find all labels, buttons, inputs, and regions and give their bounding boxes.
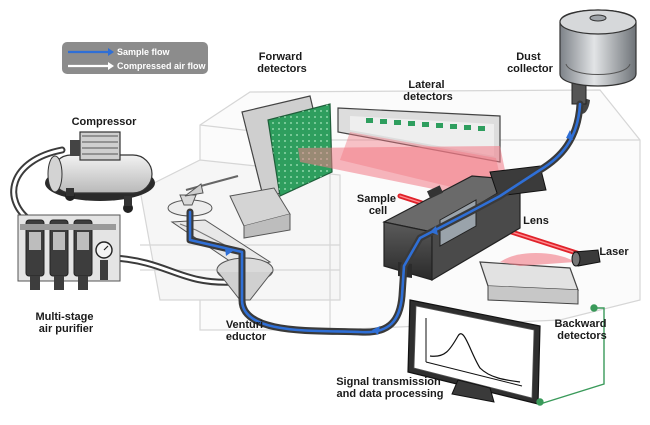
legend-air-flow-text: Compressed air flow [117,61,207,71]
label-lateral-detectors-line1: Lateral [408,79,444,91]
label-compressor: Compressor [72,116,138,128]
sample-flow-tubing [186,100,584,336]
label-sample-cell-line1: Sample [357,193,396,205]
multi-stage-air-purifier [17,214,121,290]
label-laser: Laser [599,246,629,258]
compressed-air-tubing [10,146,239,286]
label-backward-detectors-line1: Backward [554,318,606,330]
label-air-purifier-line2: air purifier [39,323,94,335]
labels: Forward detectors Lateral detectors Dust… [35,51,629,400]
legend: Sample flow Compressed air flow [62,42,208,74]
legend-sample-flow-arrow [108,48,114,56]
label-backward-detectors-line2: detectors [557,330,607,342]
label-lens: Lens [523,215,549,227]
label-signal-line2: and data processing [337,388,444,400]
signal-processing-monitor [407,299,541,405]
label-dust-collector-line1: Dust [516,51,541,63]
label-forward-detectors-line2: detectors [257,63,307,75]
label-venturi-line2: eductor [226,331,267,343]
legend-sample-flow-text: Sample flow [117,47,171,57]
label-forward-detectors-line1: Forward [259,51,302,63]
legend-air-flow-arrow [108,62,114,70]
label-signal-processing: Signal transmission and data processing [336,376,444,400]
label-lateral-detectors-line2: detectors [403,91,453,103]
laser [571,249,601,267]
label-multi-stage-air-purifier: Multi-stage air purifier [35,311,96,335]
label-venturi-line1: Venturi [226,319,263,331]
label-air-purifier-line1: Multi-stage [35,311,93,323]
label-signal-line1: Signal transmission [336,376,441,388]
label-sample-cell: Sample cell [357,193,399,217]
signal-wire [536,304,605,406]
label-dust-collector: Dust collector [507,51,554,75]
backward-detectors [479,252,579,305]
label-dust-collector-line2: collector [507,63,554,75]
label-lateral-detectors: Lateral detectors [403,79,453,103]
compressor [45,131,155,213]
label-backward-detectors: Backward detectors [554,318,609,342]
label-sample-cell-line2: cell [369,205,387,217]
label-forward-detectors: Forward detectors [257,51,307,75]
dust-collector [559,9,637,114]
label-venturi-eductor: Venturi eductor [226,319,267,343]
